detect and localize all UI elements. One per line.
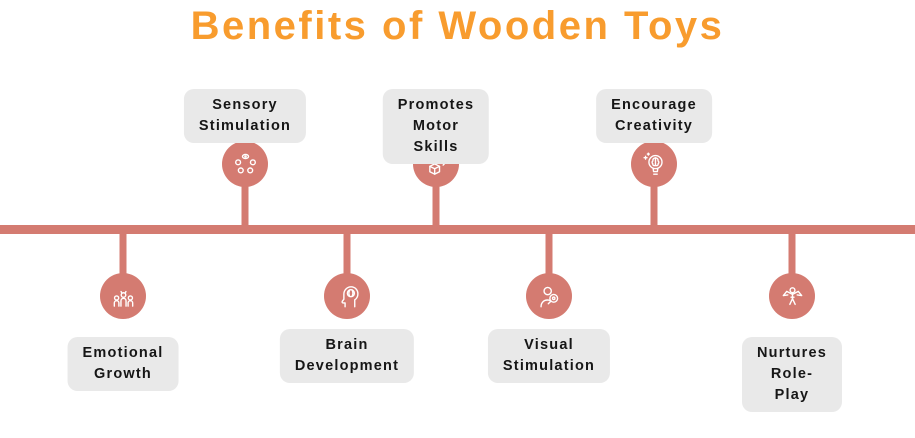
five-senses-icon [234,153,256,174]
connector-stem [545,229,553,296]
icon-circle [526,273,572,319]
icon-circle [769,273,815,319]
label-pill: Emotional Growth [67,337,179,392]
label-pill: Nurtures Role-Play [741,337,843,413]
family-figures-icon [113,290,133,307]
item-label: Brain Development [294,337,400,375]
person-magnifier-icon [539,286,558,307]
head-profile-brain-icon [340,285,359,307]
label-pill: Sensory Stimulation [183,89,307,144]
item-label: Promotes Motor Skills [397,97,475,156]
item-label: Emotional Growth [82,345,164,383]
icon-circle [631,141,677,187]
label-pill: Visual Stimulation [487,329,611,384]
item-label: Visual Stimulation [502,337,596,375]
connector-stem [241,164,249,230]
label-pill: Promotes Motor Skills [382,89,490,165]
superhero-child-icon [782,286,802,305]
label-pill: Encourage Creativity [596,89,712,144]
connector-stem [788,229,796,296]
connector-stem [650,164,658,230]
connector-stem [432,164,440,230]
icon-circle [222,141,268,187]
lightbulb-brain-icon [642,151,663,175]
page-title: Benefits of Wooden Toys [190,4,725,48]
label-pill: Brain Development [279,329,415,384]
timeline-bar [0,225,915,234]
connector-stem [343,229,351,296]
icon-circle [100,273,146,319]
item-label: Sensory Stimulation [198,97,292,135]
icon-circle [324,273,370,319]
item-label: Nurtures Role-Play [756,345,828,404]
connector-stem [119,229,127,296]
item-label: Encourage Creativity [611,97,697,135]
